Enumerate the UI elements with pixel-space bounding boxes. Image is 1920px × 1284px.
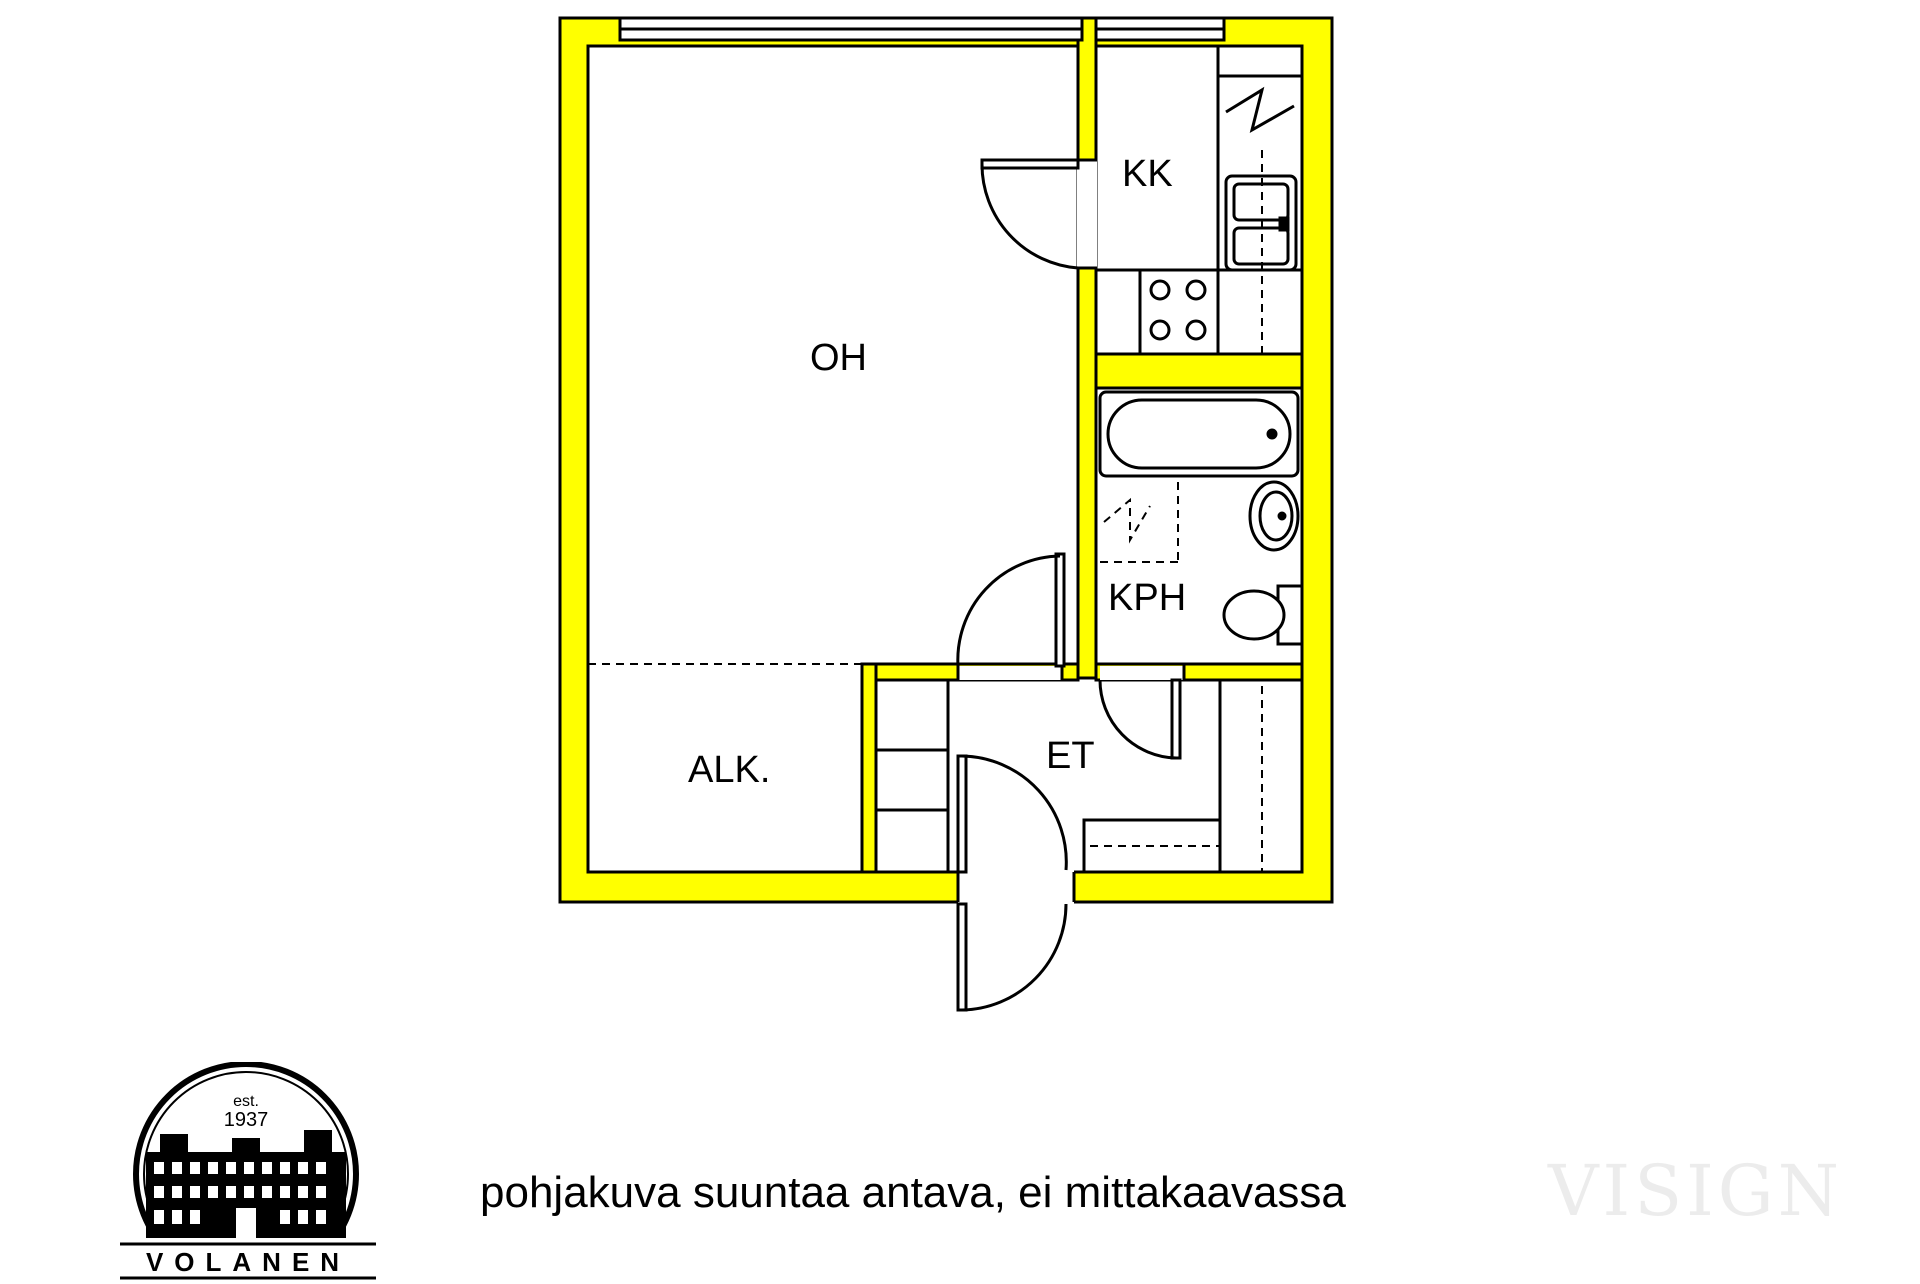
toilet (1276, 584, 1304, 646)
room-label-living: OH (810, 337, 867, 379)
watermark: VISIGN (1548, 1150, 1843, 1232)
room-label-bathroom: KPH (1108, 577, 1186, 619)
entrance-door-inner (956, 754, 968, 874)
doors (956, 158, 1182, 1012)
entrance-fixtures (876, 680, 1222, 872)
room-label-alcove: ALK. (688, 749, 770, 791)
bathroom-door (1170, 678, 1182, 760)
logo-est: est. (233, 1093, 259, 1110)
entrance-door-outer (956, 902, 968, 1012)
kitchen-door (980, 158, 1080, 170)
room-label-kitchen: KK (1122, 153, 1173, 195)
logo-name: VOLANEN (146, 1247, 350, 1277)
living-door (1054, 552, 1066, 668)
logo-year: 1937 (224, 1109, 269, 1131)
plan-caption: pohjakuva suuntaa antava, ei mittakaavas… (480, 1168, 1346, 1217)
stove (1138, 268, 1220, 356)
volanen-logo: est. 1937 VOLANEN (116, 1062, 380, 1284)
room-label-entrance: ET (1046, 735, 1095, 777)
building-icon (146, 1130, 346, 1238)
bathroom-fixtures (1098, 390, 1304, 646)
window (618, 16, 1226, 42)
kitchen-fixtures (1096, 46, 1302, 356)
